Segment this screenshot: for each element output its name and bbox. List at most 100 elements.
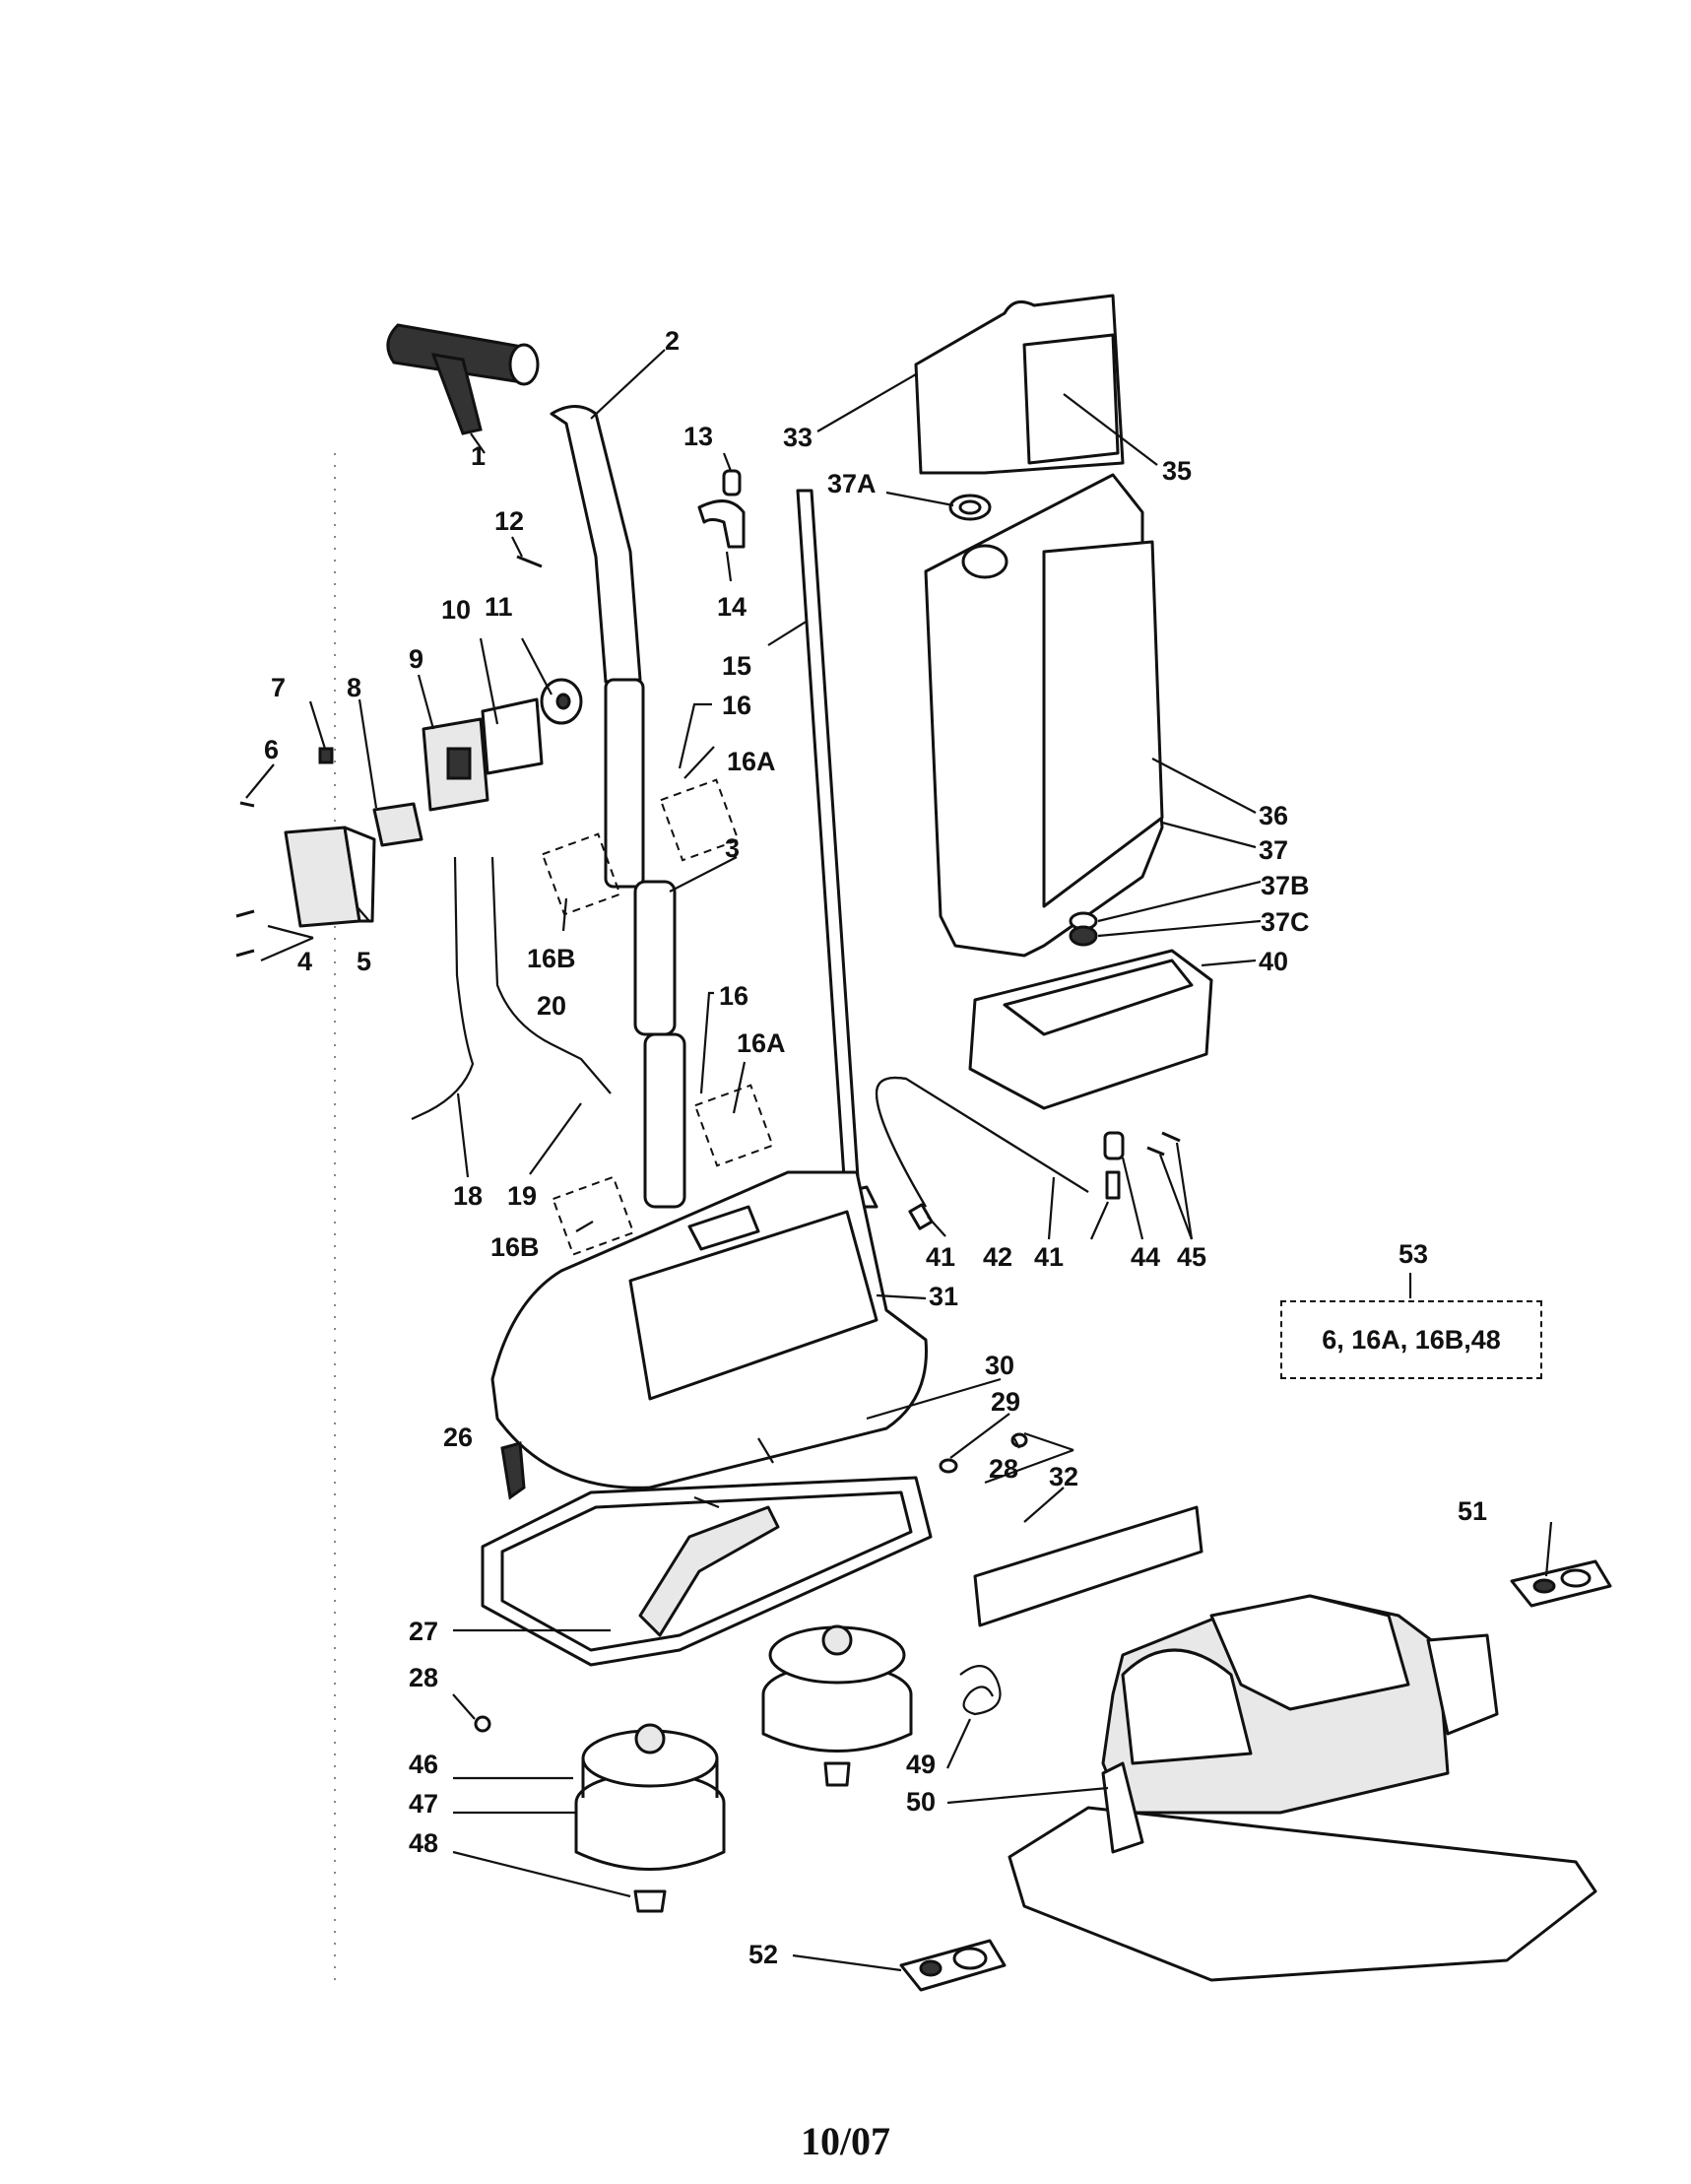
label-9: 9 xyxy=(409,644,423,674)
screw-45b xyxy=(1161,1131,1181,1143)
bumper-strip xyxy=(973,1505,1203,1627)
detail-box xyxy=(552,1175,635,1256)
label-46: 46 xyxy=(409,1750,438,1779)
label-5: 5 xyxy=(357,947,371,976)
label-7: 7 xyxy=(271,673,286,702)
label-30: 30 xyxy=(985,1351,1014,1380)
label-2: 2 xyxy=(665,326,680,356)
kit-contents-box: 6, 16A, 16B,48 xyxy=(1280,1300,1542,1379)
revision-date: 10/07 xyxy=(800,2119,891,2163)
switch-box xyxy=(422,717,489,812)
screw xyxy=(516,555,543,568)
label-27: 27 xyxy=(409,1617,438,1646)
label-16B-lower: 16B xyxy=(490,1232,540,1262)
label-1: 1 xyxy=(471,441,486,471)
brush-center xyxy=(761,1624,913,1753)
label-28-left: 28 xyxy=(409,1663,438,1692)
latch xyxy=(500,1441,526,1500)
recovery-tray xyxy=(968,949,1213,1110)
label-37C: 37C xyxy=(1261,907,1310,937)
nut xyxy=(318,747,334,764)
label-48: 48 xyxy=(409,1828,438,1858)
switch-plate xyxy=(481,697,544,775)
label-20: 20 xyxy=(537,991,566,1021)
leader-lines xyxy=(245,349,1553,1972)
label-16A-lower: 16A xyxy=(737,1028,786,1058)
washer xyxy=(939,1458,958,1474)
label-41-right: 41 xyxy=(1034,1242,1064,1272)
label-6: 6 xyxy=(264,735,279,764)
label-29: 29 xyxy=(991,1387,1020,1417)
coupling xyxy=(1103,1131,1125,1160)
hose-fitting xyxy=(1105,1170,1121,1200)
label-41-left: 41 xyxy=(926,1242,955,1272)
label-32: 32 xyxy=(1049,1462,1078,1491)
label-16A-upper: 16A xyxy=(727,747,776,776)
pad-52 xyxy=(899,1939,1007,1992)
label-14: 14 xyxy=(717,592,747,622)
power-cord-19 xyxy=(490,856,612,1094)
cord-clip xyxy=(697,469,746,549)
screw-6 xyxy=(239,801,255,808)
label-8: 8 xyxy=(347,673,361,702)
label-50: 50 xyxy=(906,1787,936,1817)
label-19: 19 xyxy=(507,1181,537,1211)
label-28-right: 28 xyxy=(989,1454,1018,1484)
label-37: 37 xyxy=(1259,835,1288,865)
kit-number: 53 xyxy=(1398,1239,1429,1269)
label-49: 49 xyxy=(906,1750,936,1779)
base-frame xyxy=(481,1476,933,1667)
spring xyxy=(959,1665,1002,1716)
tank-rod xyxy=(796,489,878,1209)
label-36: 36 xyxy=(1259,801,1288,830)
label-4: 4 xyxy=(297,947,312,976)
washer xyxy=(474,1715,491,1733)
handle-grip xyxy=(386,323,540,435)
label-47: 47 xyxy=(409,1789,438,1819)
label-35: 35 xyxy=(1162,456,1192,486)
pad-51 xyxy=(1510,1559,1612,1608)
kit-contents: 6, 16A, 16B,48 xyxy=(1322,1324,1501,1355)
detail-box xyxy=(659,778,740,862)
bolt xyxy=(823,1761,851,1787)
label-51: 51 xyxy=(1458,1496,1487,1526)
tank-cap xyxy=(948,494,992,521)
label-16-lower: 16 xyxy=(719,981,748,1011)
label-26: 26 xyxy=(443,1423,473,1452)
label-52: 52 xyxy=(748,1940,778,1969)
tank-lid xyxy=(914,294,1125,475)
label-13: 13 xyxy=(683,422,713,451)
label-15: 15 xyxy=(722,651,751,681)
drive-motor xyxy=(1101,1594,1499,1854)
brush-left xyxy=(574,1723,726,1871)
hose-fitting xyxy=(908,1203,934,1230)
label-18: 18 xyxy=(453,1181,483,1211)
label-16B-upper: 16B xyxy=(527,944,576,973)
screw-45a xyxy=(1146,1146,1165,1157)
label-31: 31 xyxy=(929,1282,958,1311)
knob xyxy=(540,678,583,725)
label-11: 11 xyxy=(485,592,513,622)
handle-tube-upper xyxy=(550,405,645,889)
screw-4b xyxy=(235,949,255,958)
label-10: 10 xyxy=(441,595,471,625)
label-40: 40 xyxy=(1259,947,1288,976)
label-45: 45 xyxy=(1177,1242,1206,1272)
label-37B: 37B xyxy=(1261,871,1310,900)
detail-box xyxy=(541,832,621,916)
bracket xyxy=(372,802,423,847)
label-12: 12 xyxy=(494,506,524,536)
label-44: 44 xyxy=(1131,1242,1160,1272)
bolt xyxy=(633,1889,667,1913)
label-42: 42 xyxy=(983,1242,1012,1272)
switch-housing xyxy=(284,826,376,928)
power-cord-18 xyxy=(411,856,475,1120)
base-plate xyxy=(1008,1806,1597,1982)
solution-tank xyxy=(924,473,1164,958)
detail-box xyxy=(693,1084,774,1167)
valve xyxy=(1069,925,1098,947)
handle-tube-lower xyxy=(633,880,686,1209)
label-37A: 37A xyxy=(827,469,877,498)
label-33: 33 xyxy=(783,423,813,452)
